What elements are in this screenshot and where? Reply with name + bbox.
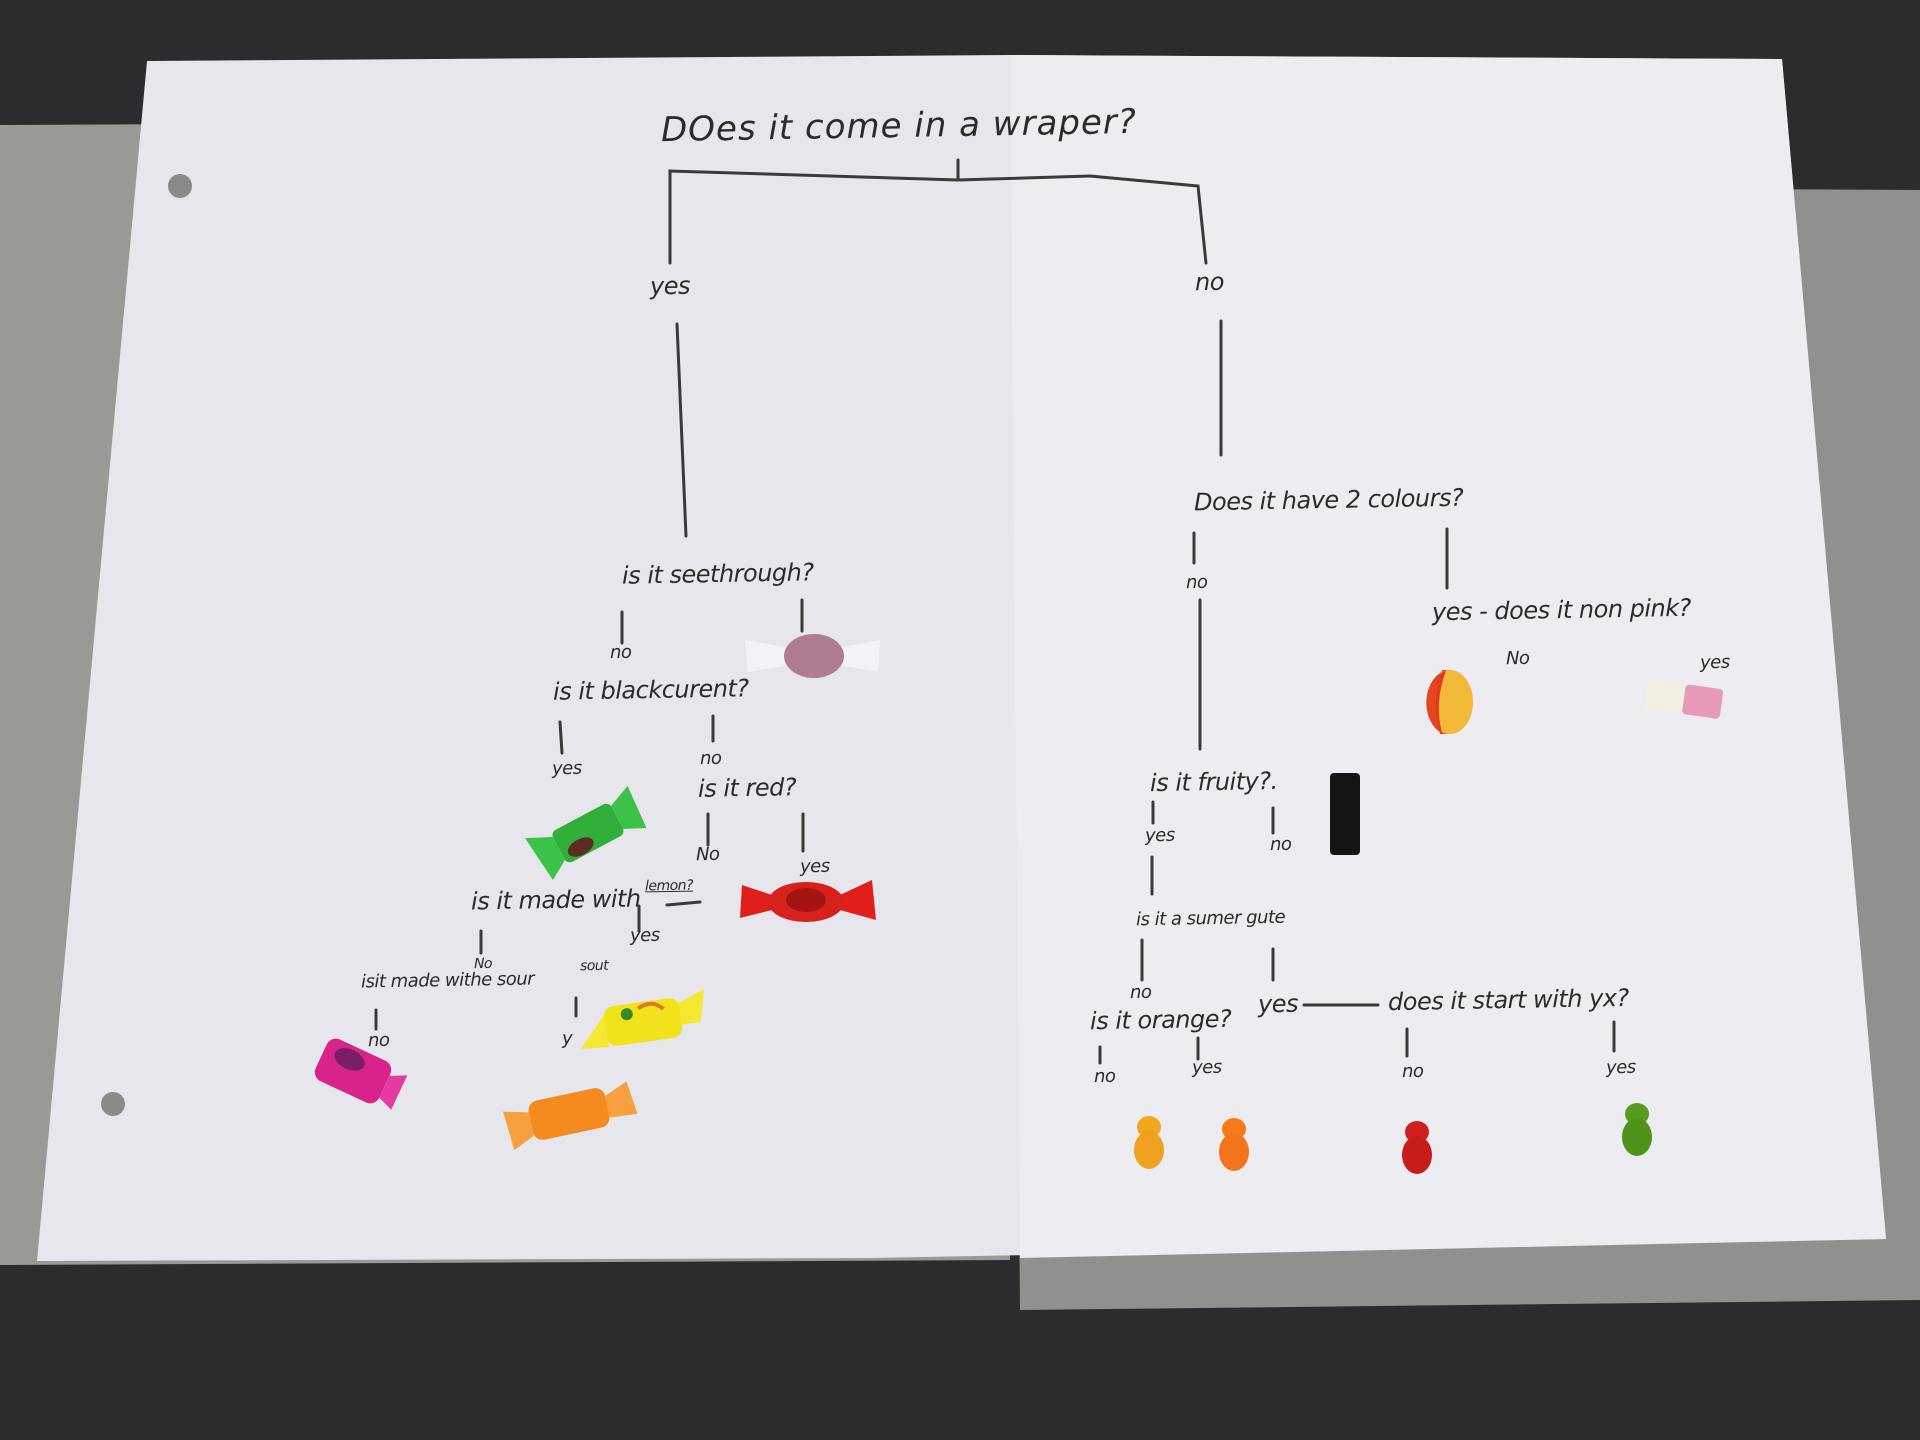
pink-wrapped-sweet	[314, 1038, 408, 1110]
sumer-yes-label: yes	[1257, 989, 1299, 1019]
gummy-bears	[1134, 1103, 1652, 1174]
two-colour-jelly-bean	[1426, 670, 1473, 734]
question-blackcurrent: is it blackcurent?	[552, 674, 749, 706]
red-wrapped-sweet	[740, 880, 876, 922]
question-lemon-word: lemon?	[644, 877, 694, 895]
tree-lines	[374, 158, 1616, 1065]
liquorice-sweet	[1330, 773, 1360, 855]
question-sour: isit made withe sour	[360, 968, 535, 993]
orange-wrapped-sweet	[503, 1081, 638, 1151]
two-colours-yes-pink-question: yes - does it non pink?	[1431, 593, 1692, 627]
question-sour-word: sout	[579, 957, 609, 975]
yellow-gummy-bear	[1134, 1116, 1164, 1169]
hole-punch	[101, 1092, 125, 1116]
question-two-colours: Does it have 2 colours?	[1193, 483, 1464, 517]
question-red: is it red?	[697, 773, 797, 803]
orange-gummy-bear	[1219, 1118, 1249, 1171]
question-fruity: is it fruity?.	[1149, 766, 1278, 798]
red-gummy-bear	[1402, 1121, 1432, 1174]
root-yes-label: yes	[649, 271, 691, 301]
hole-punch	[168, 174, 192, 198]
sour-no-label: no	[367, 1029, 390, 1052]
red-no-label: No	[695, 843, 720, 866]
root-no-label: no	[1194, 267, 1225, 297]
sour-yes-label: y	[561, 1027, 573, 1050]
clear-wrapped-sweet	[745, 634, 880, 678]
question-start-with: does it start with yx?	[1387, 983, 1629, 1017]
question-seethrough: is it seethrough?	[621, 558, 814, 590]
question-orange: is it orange?	[1089, 1004, 1232, 1036]
orange-no-label: no	[1093, 1065, 1116, 1088]
blackcurrent-no-label: no	[699, 747, 722, 770]
green-wrapped-sweet	[525, 785, 647, 880]
pink-yes-label: yes	[1699, 651, 1730, 674]
question-lemon: is it made with	[470, 884, 641, 916]
yellow-lemon-sweet	[581, 989, 705, 1049]
fruity-yes-label: yes	[1144, 824, 1175, 847]
pink-no-label: No	[1505, 647, 1530, 670]
green-gummy-bear	[1622, 1103, 1652, 1156]
start-yes-label: yes	[1605, 1056, 1636, 1079]
lemon-yes-label: yes	[629, 924, 660, 947]
red-yes-label: yes	[799, 855, 830, 878]
orange-yes-label: yes	[1191, 1056, 1222, 1079]
seethrough-no-label: no	[609, 641, 632, 664]
paper-right-half	[1010, 55, 1886, 1258]
root-question: DOes it come in a wraper?	[660, 101, 1138, 151]
blackcurrent-yes-label: yes	[551, 757, 582, 780]
question-sumer: is it a sumer gute	[1135, 906, 1286, 931]
two-colours-no-label: no	[1185, 571, 1208, 594]
start-no-label: no	[1401, 1060, 1424, 1083]
sumer-no-label: no	[1129, 981, 1152, 1004]
pink-white-sweet	[1644, 679, 1724, 719]
fruity-no-label: no	[1269, 833, 1292, 856]
